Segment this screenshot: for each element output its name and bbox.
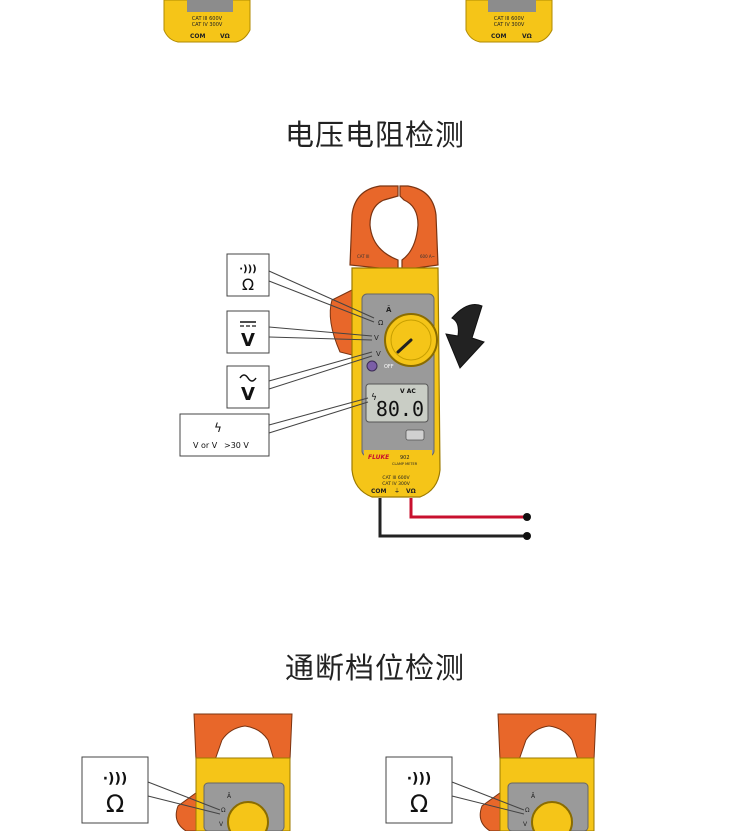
callout-ac-voltage: V [226, 351, 373, 409]
ohm-icon-right: Ω [410, 790, 428, 818]
v-ohm-jack-label: VΩ [406, 488, 416, 495]
model-sub: CLAMP METER [392, 462, 418, 466]
svg-text:ϟ: ϟ [371, 393, 377, 403]
cat-rating-1: CAT III 600V [382, 475, 410, 481]
backlight-button [405, 429, 425, 441]
red-lead-probe [523, 513, 531, 521]
svg-text:⏚: ⏚ [394, 488, 400, 495]
callout-dc-voltage: V [226, 310, 373, 354]
continuity-icon-left: ·))) [103, 771, 128, 787]
lcd-unit: V AC [400, 388, 416, 395]
brand-logo: FLUKE [368, 454, 390, 461]
svg-text:V: V [523, 821, 528, 828]
dial-pointer [396, 338, 413, 354]
section-title-voltage-resistance: 电压电阻检测 [284, 118, 465, 152]
black-test-lead [378, 498, 526, 538]
svg-text:CAT IV 300V: CAT IV 300V [192, 22, 223, 28]
continuity-icon: ·))) [239, 264, 257, 275]
svg-text:V: V [219, 821, 224, 828]
clamp-jaw-left [349, 185, 399, 271]
svg-text:Ω: Ω [378, 319, 384, 327]
svg-text:Ã: Ã [531, 793, 536, 800]
svg-text:CAT III 600V: CAT III 600V [494, 16, 525, 22]
section-title-continuity: 通断档位检测 [284, 651, 465, 685]
ohm-icon-left: Ω [106, 790, 124, 818]
svg-text:VΩ: VΩ [220, 33, 230, 40]
cat-rating-2: CAT IV 300V [382, 481, 410, 487]
rotate-direction-arrow-icon [445, 304, 485, 369]
svg-text:COM: COM [491, 33, 507, 40]
ohm-icon: Ω [242, 275, 254, 294]
lightning-icon: ϟ [214, 421, 222, 435]
svg-text:Ã: Ã [386, 305, 392, 314]
top-meter-left: CAT III 600V CAT IV 300V COM VΩ [163, 0, 251, 43]
black-lead-probe [523, 532, 531, 540]
test-leads [378, 498, 531, 540]
dc-voltage-icon: V [241, 330, 255, 351]
top-meter-right: CAT III 600V CAT IV 300V COM VΩ [465, 0, 553, 43]
svg-text:V: V [374, 334, 379, 342]
red-test-lead [409, 498, 526, 519]
svg-text:CAT IV 300V: CAT IV 300V [494, 22, 525, 28]
com-jack-label: COM [371, 488, 387, 495]
svg-text:Ã: Ã [227, 793, 232, 800]
svg-text:600 A~: 600 A~ [420, 254, 435, 259]
off-label: OFF [384, 364, 394, 370]
clamp-jaw-right [399, 185, 439, 271]
clamp-meter: CAT III 600 A~ Ã Ω V V OFF ϟ V AC 80.0 F… [329, 185, 441, 498]
continuity-icon-right: ·))) [407, 771, 432, 787]
callout-live-voltage-warning: ϟ V or V >30 V [179, 397, 369, 457]
svg-text:Ω: Ω [525, 807, 530, 814]
live-threshold: >30 V [224, 441, 249, 450]
bottom-meter-left: Ã Ω V ·))) Ω [81, 713, 293, 831]
svg-text:CAT III: CAT III [357, 254, 369, 259]
ac-voltage-icon: V [241, 384, 255, 405]
live-prefix: V or V [193, 441, 218, 450]
callout-continuity-ohm: ·))) Ω [226, 253, 375, 323]
svg-text:V: V [376, 350, 381, 358]
lcd-reading: 80.0 [376, 397, 424, 421]
model-number: 902 [400, 455, 410, 461]
svg-text:COM: COM [190, 33, 206, 40]
hold-button [366, 360, 378, 372]
svg-text:CAT III 600V: CAT III 600V [192, 16, 223, 22]
svg-text:Ω: Ω [221, 807, 226, 814]
svg-text:VΩ: VΩ [522, 33, 532, 40]
bottom-meter-right: Ã Ω V ·))) Ω [385, 713, 597, 831]
